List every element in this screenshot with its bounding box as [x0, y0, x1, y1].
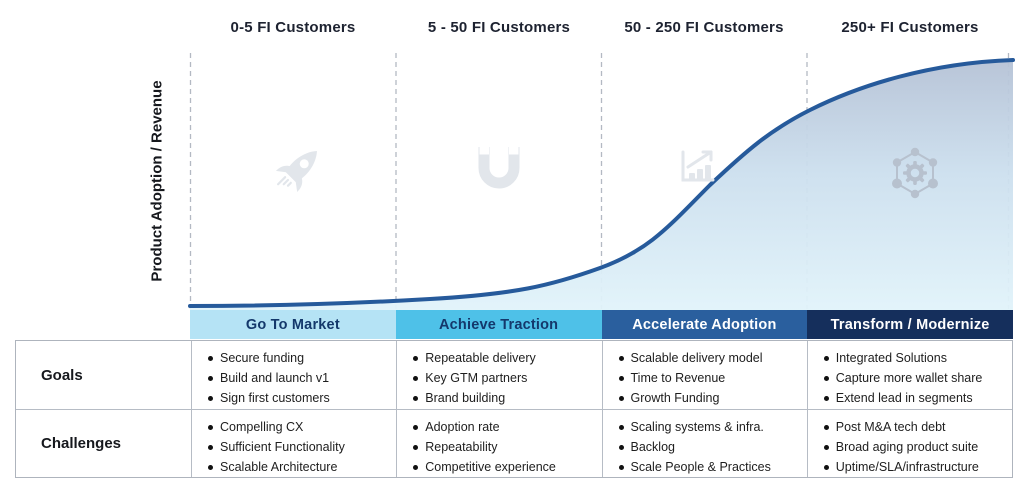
- bullet-item: Growth Funding: [618, 388, 801, 408]
- goals-challenges-table: Goals Secure funding Build and launch v1…: [15, 340, 1013, 478]
- bullet-item: Secure funding: [207, 348, 390, 368]
- curve-line: [188, 58, 1015, 308]
- curve-fill: [190, 60, 1013, 310]
- bullet-item: Capture more wallet share: [823, 368, 1006, 388]
- growth-chart-icon: [681, 150, 715, 182]
- bullet-item: Competitive experience: [412, 457, 595, 477]
- challenges-cell-achieve-traction: Adoption rate Repeatability Competitive …: [396, 409, 602, 477]
- challenges-cell-transform-modernize: Post M&A tech debt Broad aging product s…: [806, 409, 1012, 477]
- column-header-0-5: 0-5 FI Customers: [230, 19, 356, 36]
- bullet-item: Scaling systems & infra.: [618, 417, 801, 437]
- bullet-item: Scale People & Practices: [618, 457, 801, 477]
- stage-transform-modernize: Transform / Modernize: [807, 310, 1013, 339]
- bullet-item: Extend lead in segments: [823, 388, 1006, 408]
- bullet-item: Key GTM partners: [412, 368, 595, 388]
- magnet-icon: [478, 146, 520, 189]
- stage-band: Go To Market Achieve Traction Accelerate…: [190, 310, 1013, 339]
- y-axis-label: Product Adoption / Revenue: [148, 80, 166, 282]
- bullet-item: Adoption rate: [412, 417, 595, 437]
- column-header-5-50: 5 - 50 FI Customers: [427, 19, 571, 36]
- bullet-item: Uptime/SLA/infrastructure: [823, 457, 1006, 477]
- bullet-item: Repeatability: [412, 437, 595, 457]
- bullet-item: Build and launch v1: [207, 368, 390, 388]
- goals-cell-go-to-market: Secure funding Build and launch v1 Sign …: [191, 341, 396, 409]
- challenges-cell-go-to-market: Compelling CX Sufficient Functionality S…: [191, 409, 397, 477]
- bullet-item: Backlog: [618, 437, 801, 457]
- rocket-icon: [275, 151, 317, 193]
- goals-cell-achieve-traction: Repeatable delivery Key GTM partners Bra…: [396, 341, 601, 409]
- bullet-item: Scalable Architecture: [207, 457, 390, 477]
- bullet-item: Sufficient Functionality: [207, 437, 390, 457]
- bullet-item: Brand building: [412, 388, 595, 408]
- bullet-item: Compelling CX: [207, 417, 390, 437]
- bullet-item: Integrated Solutions: [823, 348, 1006, 368]
- gear-icon: [903, 161, 927, 185]
- gear-network-icon: [892, 147, 938, 199]
- row-label-challenges: Challenges: [16, 409, 191, 477]
- column-header-250plus: 250+ FI Customers: [841, 19, 979, 36]
- column-header-50-250: 50 - 250 FI Customers: [624, 19, 784, 36]
- stage-achieve-traction: Achieve Traction: [395, 310, 602, 339]
- goals-cell-transform-modernize: Integrated Solutions Capture more wallet…: [806, 341, 1012, 409]
- stage-go-to-market: Go To Market: [190, 310, 396, 339]
- goals-cell-accelerate-adoption: Scalable delivery model Time to Revenue …: [601, 341, 807, 409]
- bullet-item: Scalable delivery model: [618, 348, 801, 368]
- bullet-item: Post M&A tech debt: [823, 417, 1006, 437]
- challenges-cell-accelerate-adoption: Scaling systems & infra. Backlog Scale P…: [601, 409, 807, 477]
- bullet-item: Time to Revenue: [618, 368, 801, 388]
- row-label-goals: Goals: [41, 366, 83, 384]
- bullet-item: Repeatable delivery: [412, 348, 595, 368]
- stage-accelerate-adoption: Accelerate Adoption: [601, 310, 808, 339]
- bullet-item: Broad aging product suite: [823, 437, 1006, 457]
- bullet-item: Sign first customers: [207, 388, 390, 408]
